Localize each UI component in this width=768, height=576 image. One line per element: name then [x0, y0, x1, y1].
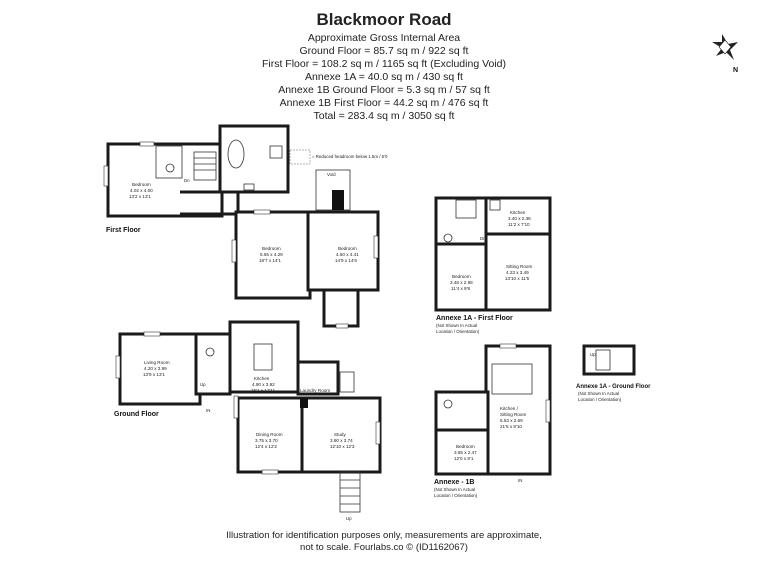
a1b-room-1-line2: Sitting Room [500, 412, 526, 417]
ff-dn-label: Dn [184, 178, 190, 183]
a1a-ground-up-label: Up [590, 352, 596, 357]
a1b-room-1-name: Kitchen / [500, 406, 519, 411]
gf-stairs [339, 371, 355, 393]
a1b-note-2: Location / Orientation) [434, 493, 478, 498]
gf-room-5-dims: 3.90 x 3.74 [330, 438, 353, 443]
area-line-annexe-1a: Annexe 1A = 40.0 sq m / 430 sq ft [305, 71, 463, 83]
gf-room-1-imperial: 13'9 x 13'1 [143, 372, 165, 377]
annexe-1b-plan: Kitchen / Sitting Room 6.53 x 2.69 21'5 … [434, 343, 552, 498]
a1b-room-1-imperial: 21'5 x 8'10 [500, 424, 522, 429]
a1a-room-3-imperial: 13'10 x 11'5 [505, 276, 530, 281]
annexe-1a-ground-floor-plan: Up Annexe 1A - Ground Floor (Not Shown I… [576, 344, 651, 402]
gf-kitchen [228, 320, 300, 394]
void-label: Void [327, 172, 336, 177]
gf-room-1-dims: 4.20 x 3.99 [144, 366, 167, 371]
a1a-room-3-name: Sitting Room [506, 264, 532, 269]
reduced-headroom-note: = Reduced headroom below 1.5m / 5'0 [312, 154, 388, 159]
gf-laundry [296, 360, 340, 396]
area-line-first: First Floor = 108.2 sq m / 1165 sq ft (E… [261, 58, 507, 70]
ground-floor-label: Ground Floor [114, 411, 159, 418]
a1a-first-note-2: Location / Orientation) [436, 329, 480, 334]
disclaimer: Illustration for identification purposes… [0, 530, 768, 554]
disclaimer-line-1: Illustration for identification purposes… [226, 530, 542, 541]
ff-stairs [193, 151, 217, 181]
ff-bedroom-right [306, 210, 380, 292]
gf-steps-up-label: Up [346, 516, 352, 521]
annexe-1b-kitchen-units [491, 363, 533, 395]
a1a-room-2-dims: 3.48 x 2.98 [450, 280, 473, 285]
gf-room-4-imperial: 12'4 x 12'2 [255, 444, 277, 449]
gf-external-steps [339, 471, 361, 513]
annexe-1b-label: Annexe - 1B [434, 479, 474, 486]
first-floor-label: First Floor [106, 227, 141, 234]
ff-room-1-dims: 4.02 x 4.00 [130, 188, 153, 193]
kitchen-island [253, 343, 273, 371]
gf-room-5-imperial: 12'10 x 12'3 [330, 444, 355, 449]
a1a-room-3-dims: 4.23 x 3.49 [506, 270, 529, 275]
gf-room-2-name: Kitchen [254, 376, 270, 381]
a1b-room-2-name: Bedroom [456, 444, 475, 449]
gf-in-label: IN [206, 408, 210, 413]
ff-room-2-imperial: 18'7 x 14'1 [259, 258, 281, 263]
area-line-annexe-1b-ground: Annexe 1B Ground Floor = 5.3 sq m / 57 s… [278, 84, 490, 96]
a1a-room-2-name: Bedroom [452, 274, 471, 279]
ff-room-3-imperial: 14'9 x 14'6 [335, 258, 357, 263]
gf-room-4-name: Dining Room [256, 432, 283, 437]
area-line-ground: Ground Floor = 85.7 sq m / 922 sq ft [299, 45, 469, 57]
a1a-room-2-imperial: 11'4 x 9'8 [451, 286, 470, 291]
gf-room-2-dims: 4.90 x 3.92 [252, 382, 275, 387]
compass-north-label: N [733, 67, 738, 74]
a1a-room-1-dims: 3.40 x 2.38 [508, 216, 531, 221]
toilet-icon [165, 163, 175, 173]
area-line-annexe-1b-first: Annexe 1B First Floor = 44.2 sq m / 476 … [279, 97, 489, 109]
bath-icon [227, 139, 245, 169]
gf-room-3-name: Laundry Room [300, 388, 330, 393]
annexe-1a-first-floor-plan: Kitchen 3.40 x 2.38 11'2 x 7'10 Bedroom … [434, 196, 552, 334]
annexe-1a-first-floor-label: Annexe 1A - First Floor [436, 315, 513, 322]
area-line-total: Total = 283.4 sq m / 3050 sq ft [313, 110, 455, 122]
ff-room-3-dims: 4.50 x 4.41 [336, 252, 359, 257]
ff-room-1-imperial: 13'2 x 13'1 [129, 194, 151, 199]
ff-room-3-name: Bedroom [338, 246, 357, 251]
gf-room-4-dims: 3.75 x 3.70 [255, 438, 278, 443]
ground-floor-plan: Living Room 4.20 x 3.99 13'9 x 13'1 Kitc… [114, 320, 382, 521]
ff-room-2-dims: 5.65 x 4.29 [260, 252, 283, 257]
a1a-room-1-imperial: 11'2 x 7'10 [508, 222, 530, 227]
gf-room-1-name: Living Room [144, 360, 170, 365]
shower-icon [269, 145, 283, 159]
a1b-note-1: (Not Shown In Actual [434, 487, 475, 492]
ff-room-2-name: Bedroom [262, 246, 281, 251]
a1b-room-2-dims: 3.65 x 2.47 [454, 450, 477, 455]
a1a-ground-note-2: Location / Orientation) [578, 397, 622, 402]
ff-stairs-right [332, 190, 344, 210]
ff-room-1-name: Bedroom [132, 182, 151, 187]
a1b-room-1-dims: 6.53 x 2.69 [500, 418, 523, 423]
gf-room-2-imperial: 16'1 x 12'11 [251, 388, 276, 393]
a1a-room-1-name: Kitchen [510, 210, 526, 215]
a1a-first-note-1: (Not Shown In Actual [436, 323, 477, 328]
gf-up-label: Up [200, 382, 206, 387]
area-summary: Approximate Gross Internal Area Ground F… [0, 32, 768, 123]
disclaimer-line-2: not to scale. Fourlabs.co © (ID1162067) [300, 542, 468, 553]
compass-rose-icon: N [712, 34, 738, 74]
gf-room-5-name: Study [334, 432, 346, 437]
gf-wc [194, 332, 232, 396]
annexe-1a-ground-floor-label: Annexe 1A - Ground Floor [576, 384, 651, 390]
plan-title: Blackmoor Road [316, 10, 452, 29]
a1a-ground-note-1: (Not Shown In Actual [578, 391, 619, 396]
a1a-dn-label: Dn [480, 236, 486, 241]
ff-bathroom [218, 124, 290, 194]
a1b-room-2-imperial: 12'0 x 8'1 [454, 456, 474, 461]
chimney-breast [300, 398, 308, 408]
annexe-1a-stairs [455, 199, 477, 219]
first-floor-plan: = Reduced headroom below 1.5m / 5'0 Void… [103, 124, 388, 329]
a1b-in-label: IN [518, 478, 522, 483]
wc-icon [243, 183, 255, 191]
area-line-gia: Approximate Gross Internal Area [307, 32, 461, 44]
